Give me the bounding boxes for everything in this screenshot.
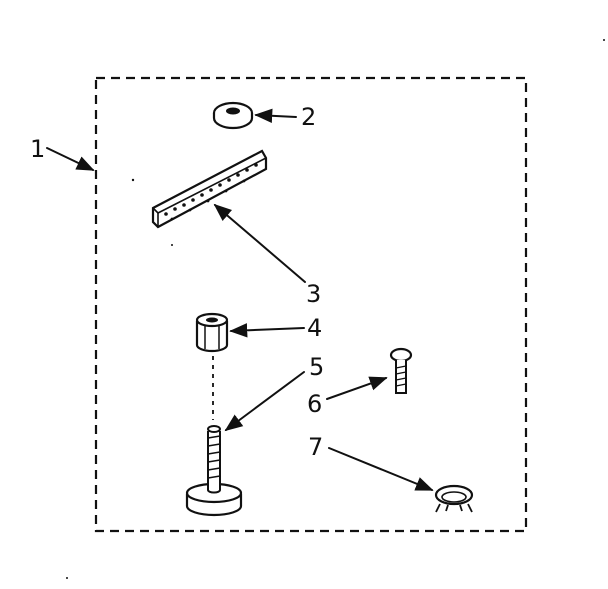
callout-1-label: 1 (30, 135, 45, 163)
speck (603, 39, 605, 41)
leader-line-1 (46, 147, 95, 171)
speck (131, 178, 135, 182)
leveling-leg-part (185, 425, 243, 517)
leader-line-3 (213, 203, 306, 283)
leader-line-7 (328, 447, 434, 491)
speck (171, 244, 173, 246)
coupling-nut-part (195, 312, 229, 353)
kit-boundary-dashed-box (94, 76, 528, 533)
callout-4-label: 4 (307, 314, 322, 342)
clip-part (434, 484, 474, 513)
callout-6-label: 6 (307, 390, 322, 418)
speck (66, 577, 68, 579)
callout-5-label: 5 (309, 353, 324, 381)
bracket-strip-part (151, 149, 268, 229)
callout-2-label: 2 (301, 103, 316, 131)
leader-line-2 (254, 108, 297, 124)
leader-line-5 (224, 371, 305, 432)
callout-3-label: 3 (306, 280, 321, 308)
washer-part (212, 101, 254, 130)
screw-part (389, 347, 413, 394)
callout-7-label: 7 (308, 433, 323, 461)
leader-line-6 (326, 376, 388, 400)
leader-line-4 (229, 323, 305, 338)
